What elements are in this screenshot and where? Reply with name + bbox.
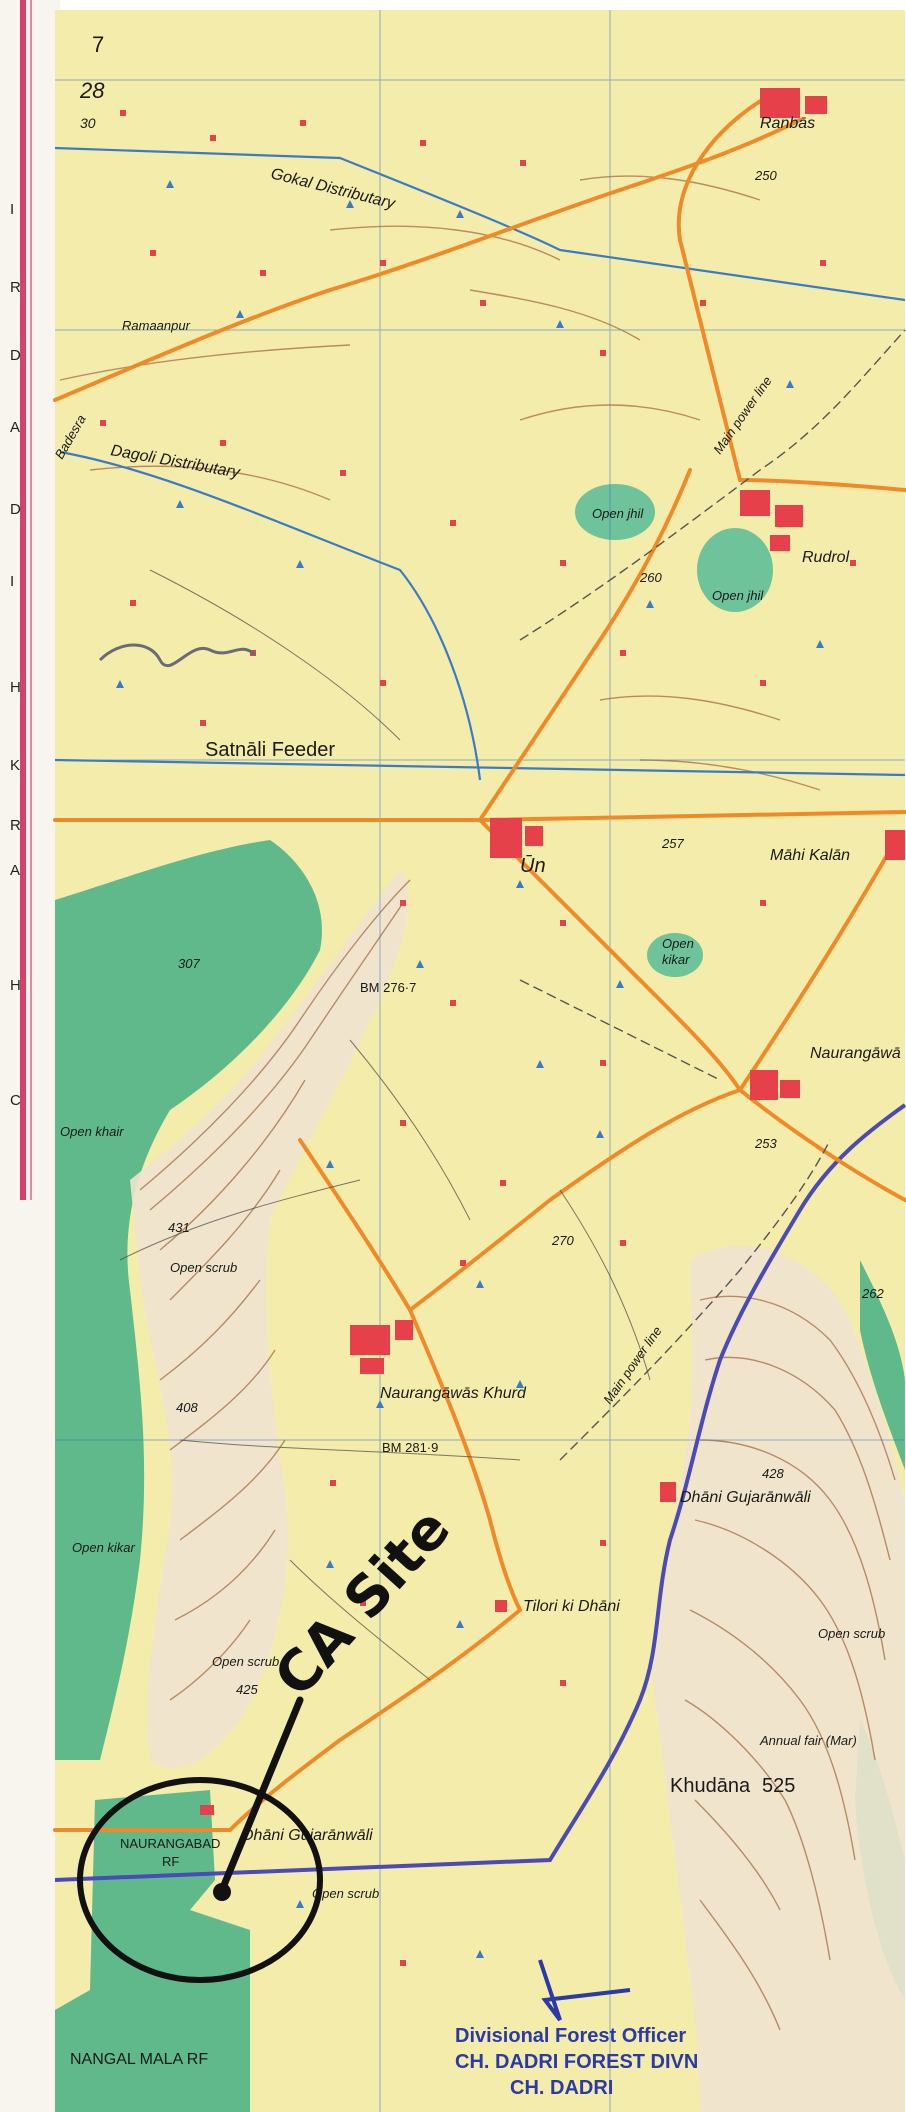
village-blocks: [200, 88, 905, 1815]
spot-height-270: 270: [551, 1233, 574, 1248]
tracks: [119, 569, 651, 1681]
label-open-scrub-3: Open scrub: [312, 1886, 379, 1901]
power-lines: [519, 329, 906, 1461]
spot-height-257: 257: [661, 836, 684, 851]
spot-height-431: 431: [168, 1220, 190, 1235]
forest-area-naurangabad: [55, 1790, 250, 2112]
place-un: Ūn: [520, 854, 546, 877]
place-dhani-gujaranwali-east: Dhāni Gujarānwāli: [680, 1489, 811, 1506]
label-open-jhil-2: Open jhil: [712, 588, 764, 603]
label-satnali-feeder: Satnāli Feeder: [205, 739, 335, 761]
place-naurangabad-rf: NAURANGABAD: [120, 1836, 220, 1851]
place-naurangawas: Naurangāwā: [810, 1045, 901, 1062]
stamp-line-1: Divisional Forest Officer: [455, 2025, 686, 2047]
settlement-dots: [100, 110, 856, 1966]
label-open-scrub-1: Open scrub: [170, 1260, 237, 1275]
district-boundary: [54, 1103, 906, 1882]
hill-area-central: [130, 870, 409, 1768]
margin-letter-3: A: [10, 862, 20, 879]
margin-letter-9: A: [10, 419, 20, 436]
grid-number-30: 30: [80, 115, 96, 131]
official-stamp: Divisional Forest Officer CH. DADRI FORE…: [455, 1959, 698, 2099]
label-ramaanpur: Ramaanpur: [122, 318, 191, 333]
label-open-khair: Open khair: [60, 1124, 124, 1139]
spot-height-250: 250: [754, 168, 777, 183]
grid-number-top: 7: [92, 32, 104, 57]
margin-letter-12: I: [10, 201, 14, 218]
place-rf-label: RF: [162, 1854, 179, 1869]
dagoli-distributary-line: [59, 450, 482, 781]
label-annual-fair: Annual fair (Mar): [759, 1733, 857, 1748]
margin-red-stripe: [20, 0, 26, 1200]
label-open-scrub-2: Open scrub: [212, 1654, 279, 1669]
satnali-feeder-line: [54, 758, 906, 777]
label-open-jhil-1: Open jhil: [592, 506, 644, 521]
label-open-kikar-1: Open: [662, 936, 694, 951]
place-tilori-ki-dhani: Tilori ki Dhāni: [523, 1598, 620, 1615]
site-marker-dot: [213, 1883, 231, 1901]
spot-height-253: 253: [754, 1136, 777, 1151]
margin-letter-11: R: [10, 279, 21, 296]
stamp-line-2: CH. DADRI FOREST DIVN: [455, 2051, 698, 2073]
margin-letter-8: D: [10, 501, 21, 518]
map-sheet: 7 28 30 257 250 260 253 270 262 307 431 …: [52, 10, 906, 2112]
margin-letter-10: D: [10, 347, 21, 364]
open-kikar-area: [647, 933, 703, 977]
label-open-scrub-4: Open scrub: [818, 1626, 885, 1641]
stamp-signature: [538, 1959, 631, 2022]
roads: [53, 88, 906, 1832]
spot-height-428: 428: [762, 1466, 784, 1481]
handwritten-signature-scribble: [98, 643, 257, 668]
place-khudana: Khudāna: [670, 1775, 751, 1797]
margin-letter-6: H: [10, 679, 21, 696]
margin-letter-2: H: [10, 977, 21, 994]
grid-number-28: 28: [79, 78, 105, 103]
margin-letter-5: K: [10, 757, 20, 774]
margin-letter-4: R: [10, 817, 21, 834]
canals: [54, 146, 906, 781]
margin-letter-1: C: [10, 1092, 21, 1109]
place-rudrol: Rudrol: [802, 549, 850, 566]
grid-lines: [55, 10, 905, 2112]
tree-triangles: [116, 180, 824, 1958]
place-naurangawas-khurd: Naurangāwās Khurd: [380, 1385, 527, 1402]
label-open-kikar-3: Open kikar: [72, 1540, 136, 1555]
label-bm-1: BM 276·7: [360, 980, 416, 995]
spot-height-260: 260: [639, 570, 662, 585]
map-margin: [0, 0, 60, 2112]
place-ranbas: Ranbās: [760, 115, 815, 132]
spot-height-425: 425: [236, 1682, 258, 1697]
site-pointer-line: [218, 1696, 304, 1894]
spot-height-262: 262: [861, 1286, 884, 1301]
label-bm-2: BM 281·9: [382, 1440, 438, 1455]
open-jhil-2-area: [697, 528, 773, 612]
open-jhil-1-area: [575, 484, 655, 540]
gokal-distributary-line: [54, 146, 906, 302]
height-khudana: 525: [762, 1775, 795, 1797]
place-nangal-mala-rf: NANGAL MALA RF: [70, 2051, 208, 2068]
label-open-kikar-2: kikar: [662, 952, 690, 967]
site-circle: [77, 1777, 323, 1983]
stamp-line-3: CH. DADRI: [510, 2077, 613, 2099]
margin-lettering: C H A R K H I D A D R I: [10, 201, 21, 1109]
forest-area-west: [55, 840, 322, 1760]
hill-area-east: [650, 1245, 905, 2112]
contour-lines: [59, 175, 896, 2031]
spot-height-307: 307: [178, 956, 200, 971]
forest-area-east-1: [860, 1260, 905, 1470]
margin-letter-7: I: [10, 573, 14, 590]
place-mahi-kalan: Māhi Kalān: [770, 847, 850, 864]
spot-height-408: 408: [176, 1400, 198, 1415]
